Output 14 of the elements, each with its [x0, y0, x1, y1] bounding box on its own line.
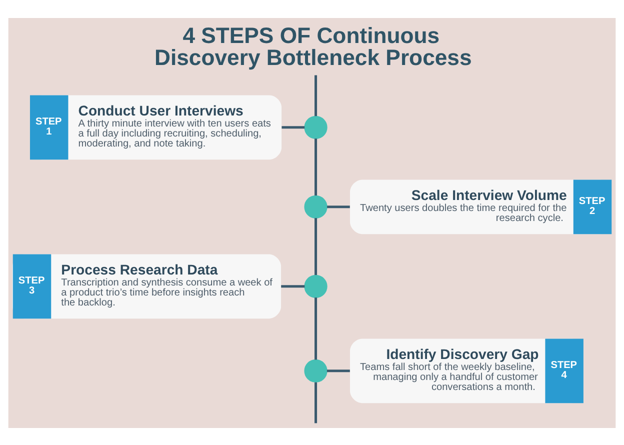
connector	[314, 138, 318, 196]
connector	[326, 369, 350, 372]
node-circle	[304, 274, 328, 298]
connector	[314, 297, 318, 360]
connector	[327, 205, 350, 208]
connector	[281, 284, 305, 288]
connector	[314, 74, 318, 116]
connector	[282, 126, 305, 128]
diagram-title: 4 STEPS OF Continuous Discovery Bottleneck Process	[154, 22, 472, 70]
connector	[314, 382, 318, 423]
connector	[314, 218, 318, 275]
node-circle	[304, 115, 328, 138]
node-circle	[304, 194, 328, 218]
node-circle	[304, 358, 328, 382]
